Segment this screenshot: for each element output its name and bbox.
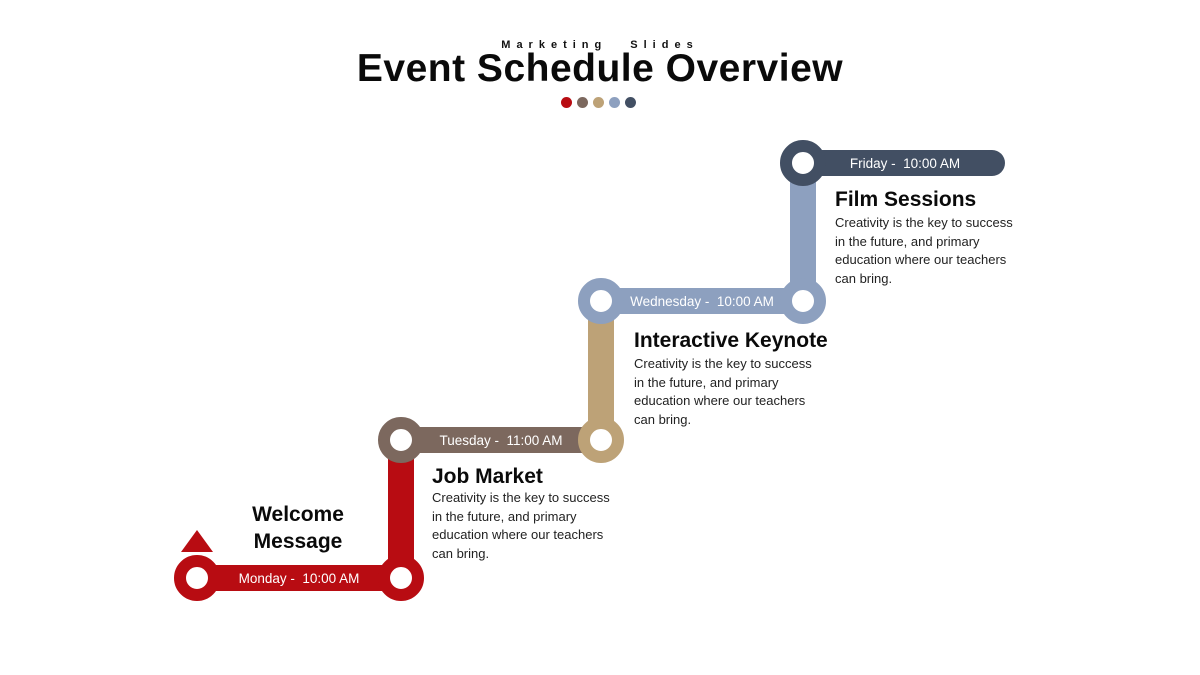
daytime-label-tuesday: Tuesday - 11:00 AM (439, 432, 563, 448)
node-tuesday-start-icon (378, 417, 424, 463)
bar-friday (803, 150, 1005, 176)
event-title-job-market: Job Market (432, 465, 543, 488)
event-title-interactive-keynote: Interactive Keynote (634, 329, 828, 352)
daytime-label-friday: Friday - 10:00 AM (849, 155, 961, 171)
node-monday-start-icon (174, 555, 220, 601)
palette-dots (0, 97, 1196, 108)
node-wednesday-end-icon (780, 278, 826, 324)
daytime-label-wednesday: Wednesday - 10:00 AM (630, 293, 774, 309)
event-title-welcome-message: Welcome Message (252, 503, 344, 553)
slide-eyebrow: Marketing Slides (501, 39, 699, 51)
palette-dot-tan-icon (592, 97, 604, 108)
event-title-film-sessions: Film Sessions (835, 188, 977, 211)
palette-dot-blue-icon (608, 97, 620, 108)
page-title: Event Schedule Overview (356, 47, 844, 90)
start-arrow-icon (181, 530, 213, 552)
palette-dot-red-icon (560, 97, 572, 108)
event-description-job-market: Creativity is the key to success in the … (432, 490, 610, 561)
node-monday-end-icon (378, 555, 424, 601)
palette-dot-slate-icon (624, 97, 636, 108)
event-description-interactive-keynote: Creativity is the key to success in the … (634, 356, 812, 427)
node-wednesday-start-icon (578, 278, 624, 324)
event-description-film-sessions: Creativity is the key to success in the … (835, 215, 1013, 286)
daytime-label-monday: Monday - 10:00 AM (238, 570, 360, 586)
bar-wednesday (601, 288, 803, 314)
bar-monday (197, 565, 401, 591)
node-tuesday-end-icon (578, 417, 624, 463)
palette-dot-brown-icon (576, 97, 588, 108)
bar-tuesday (401, 427, 601, 453)
node-friday-start-icon (780, 140, 826, 186)
